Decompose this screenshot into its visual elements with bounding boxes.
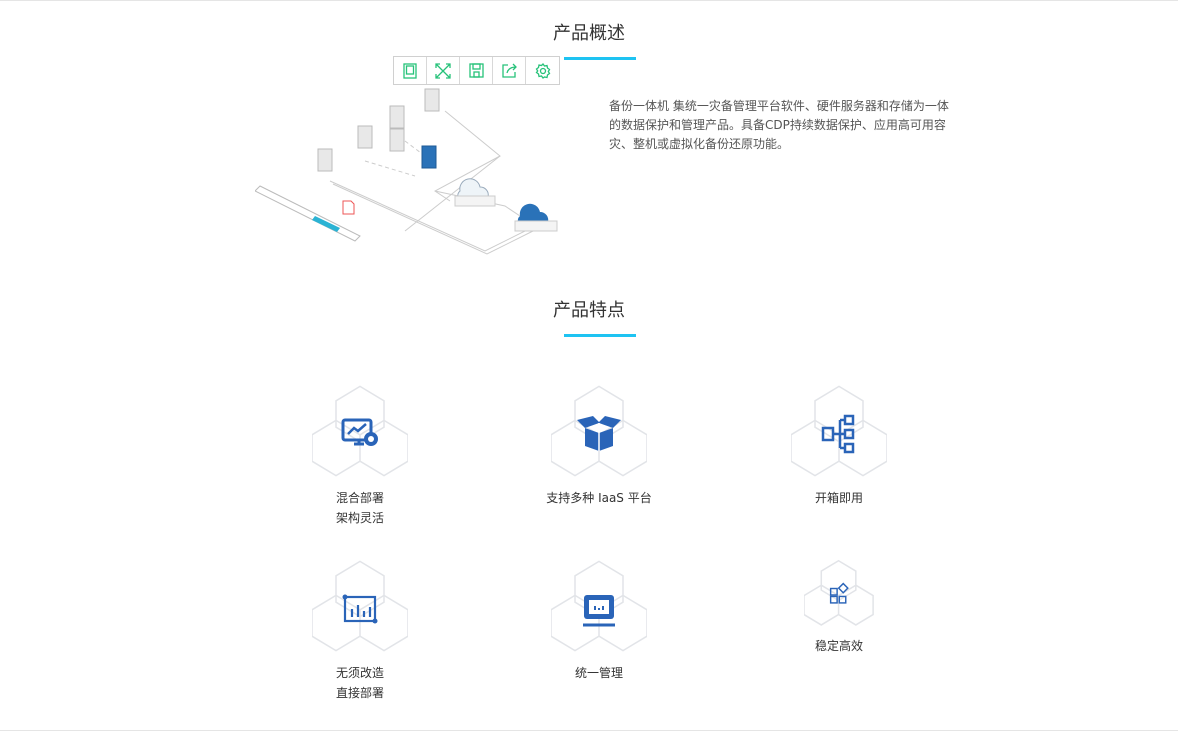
fullscreen-button[interactable]: [427, 57, 460, 84]
feature-item: 无须改造直接部署: [260, 559, 460, 703]
feature-label: 统一管理: [574, 666, 623, 680]
architecture-illustration: [254, 81, 565, 265]
illustration-toolbar: [393, 56, 560, 85]
feature-item: 稳定高效: [739, 559, 939, 656]
save-button[interactable]: [460, 57, 493, 84]
feature-label: 混合部署: [335, 491, 384, 505]
fullscreen-icon: [435, 62, 451, 79]
save-icon: [468, 63, 484, 78]
feature-label: 稳定高效: [814, 639, 863, 654]
features-title: 产品特点: [553, 300, 625, 321]
monitor-gear-icon: [341, 418, 378, 446]
open-box-icon: [577, 416, 621, 451]
hexagon-background: [791, 385, 887, 477]
feature-label: 开箱即用: [814, 491, 863, 505]
share-icon: [501, 63, 517, 78]
tablet-icon: [403, 62, 417, 79]
chart-board-icon: [342, 594, 378, 624]
overview-description: 备份一体机 集统一灾备管理平台软件、硬件服务器和存储为一体的数据保护和管理产品。…: [609, 99, 949, 151]
title-underline: [564, 57, 636, 60]
feature-item: 开箱即用: [739, 384, 939, 508]
feature-label: 无须改造: [335, 666, 384, 680]
settings-icon: [535, 62, 550, 79]
hexagon-background: [804, 559, 874, 626]
settings-button[interactable]: [526, 57, 559, 84]
feature-item: 支持多种 IaaS 平台: [499, 384, 699, 508]
hexagon-background: [551, 560, 647, 652]
feature-label-line2: 直接部署: [335, 686, 384, 700]
hexagon-background: [551, 385, 647, 477]
tablet-view-button[interactable]: [394, 57, 427, 84]
bottom-divider: [0, 730, 1178, 731]
hexagon-background: [312, 385, 408, 477]
title-underline: [564, 334, 636, 337]
hexagon-background: [312, 560, 408, 652]
hierarchy-icon: [821, 414, 855, 454]
feature-item: 统一管理: [499, 559, 699, 683]
feature-label: 支持多种 IaaS 平台: [546, 491, 652, 505]
feature-item: 混合部署架构灵活: [260, 384, 460, 528]
share-button[interactable]: [493, 57, 526, 84]
feature-label-line2: 架构灵活: [335, 511, 384, 525]
dashboard-icon: [583, 595, 615, 627]
blocks-icon: [830, 582, 850, 604]
overview-title: 产品概述: [553, 23, 625, 44]
